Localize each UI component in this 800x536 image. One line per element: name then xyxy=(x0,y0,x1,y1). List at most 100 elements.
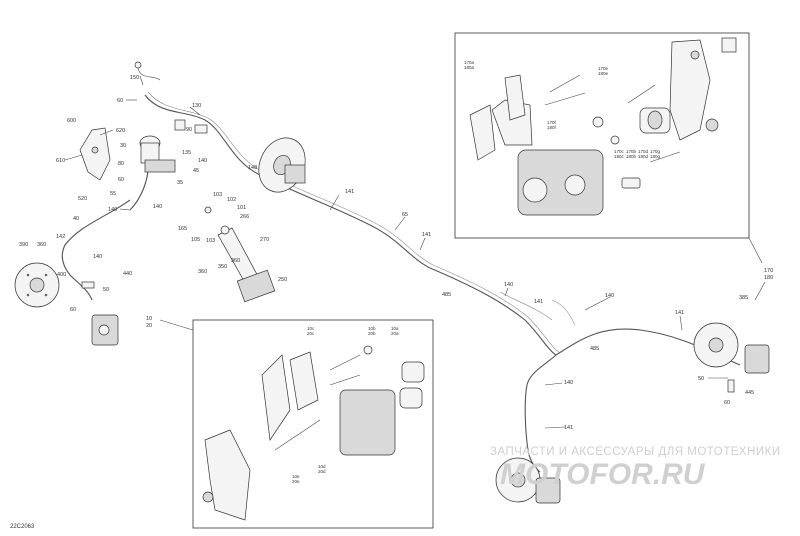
callout-141: 141 xyxy=(675,310,684,316)
callout-60: 60 xyxy=(724,400,730,406)
callout-141: 141 xyxy=(534,299,543,305)
svg-text:20a: 20a xyxy=(391,331,399,336)
callout-170: 170 xyxy=(764,268,773,274)
callout-50: 50 xyxy=(103,287,109,293)
callout-350: 350 xyxy=(218,264,227,270)
callout-140: 140 xyxy=(605,293,614,299)
svg-text:180a: 180a xyxy=(464,65,475,70)
callout-30: 30 xyxy=(120,143,126,149)
svg-text:20e: 20e xyxy=(292,479,300,484)
svg-text:180b: 180b xyxy=(626,154,637,159)
svg-text:10e: 10e xyxy=(292,474,300,479)
callout-390: 390 xyxy=(19,242,28,248)
callout-485: 485 xyxy=(442,292,451,298)
brake-disc-right xyxy=(693,322,770,393)
svg-text:10c: 10c xyxy=(307,326,315,331)
svg-text:180e: 180e xyxy=(598,71,609,76)
callout-102: 102 xyxy=(227,197,236,203)
callout-141: 141 xyxy=(564,425,573,431)
callout-103: 103 xyxy=(206,238,215,244)
callout-140: 140 xyxy=(108,207,117,213)
callout-140: 140 xyxy=(504,282,513,288)
callout-35: 35 xyxy=(177,180,183,186)
svg-text:180f: 180f xyxy=(547,125,557,130)
svg-text:170e: 170e xyxy=(598,66,609,71)
callout-20: 20 xyxy=(146,323,152,329)
callout-400: 400 xyxy=(57,272,66,278)
callout-266: 266 xyxy=(240,214,249,220)
brake-pedal xyxy=(204,206,276,303)
svg-text:10a: 10a xyxy=(391,326,399,331)
callout-130: 130 xyxy=(192,103,201,109)
svg-text:170a: 170a xyxy=(464,60,475,65)
callout-50: 50 xyxy=(698,376,704,382)
callout-385: 385 xyxy=(739,295,748,301)
master-cylinder-assembly xyxy=(134,61,208,173)
callout-250: 250 xyxy=(278,277,287,283)
top-right-inset-frame xyxy=(454,32,750,239)
svg-text:180c: 180c xyxy=(614,154,625,159)
svg-text:170f: 170f xyxy=(547,120,557,125)
svg-text:20b: 20b xyxy=(368,331,376,336)
callout-520: 520 xyxy=(78,196,87,202)
brake-disc-left xyxy=(14,262,60,308)
watermark-tagline: ЗАПЧАСТИ И АКСЕССУАРЫ ДЛЯ МОТОТЕХНИКИ xyxy=(490,446,781,458)
callout-135: 135 xyxy=(182,150,191,156)
callout-360: 360 xyxy=(198,269,207,275)
callout-150: 150 xyxy=(130,75,139,81)
callout-148: 148 xyxy=(248,165,257,171)
bottom-center-inset-frame xyxy=(192,319,434,529)
svg-text:170d: 170d xyxy=(638,149,649,154)
top-inset-parts xyxy=(469,37,737,216)
callout-140: 140 xyxy=(93,254,102,260)
svg-text:170g: 170g xyxy=(650,149,661,154)
svg-text:180g: 180g xyxy=(650,154,661,159)
callout-105: 105 xyxy=(191,237,200,243)
callout-270: 270 xyxy=(260,237,269,243)
callout-140: 140 xyxy=(198,158,207,164)
callout-10: 10 xyxy=(146,316,152,322)
leader-lines xyxy=(64,75,766,429)
callout-142: 142 xyxy=(56,234,65,240)
bottom-inset-parts xyxy=(202,345,425,521)
bracket-600 xyxy=(79,127,111,181)
callout-140: 140 xyxy=(564,380,573,386)
callout-360: 360 xyxy=(231,258,240,264)
callout-60: 60 xyxy=(117,98,123,104)
callout-60: 60 xyxy=(118,177,124,183)
callout-80: 80 xyxy=(118,161,124,167)
callout-101: 101 xyxy=(237,205,246,211)
callout-labels: 150 60 130 90 30 135 80 600 620 610 520 … xyxy=(19,75,773,431)
svg-text:180d: 180d xyxy=(638,154,649,159)
callout-140: 140 xyxy=(153,204,162,210)
brake-disc-top xyxy=(258,137,306,193)
svg-text:20d: 20d xyxy=(318,469,326,474)
callout-180: 180 xyxy=(764,275,773,281)
top-inset-labels: 170a 180a 170e 180e 170f 180f 170c 180c … xyxy=(464,60,661,159)
callout-45: 45 xyxy=(193,168,199,174)
callout-40: 40 xyxy=(73,216,79,222)
diagram-code: 22C2063 xyxy=(10,524,35,530)
callout-620: 620 xyxy=(116,128,125,134)
callout-65: 65 xyxy=(402,212,408,218)
callout-60: 60 xyxy=(70,307,76,313)
callout-103: 103 xyxy=(213,192,222,198)
callout-141: 141 xyxy=(345,189,354,195)
callout-440: 440 xyxy=(123,271,132,277)
watermark-logo: MOTOFOR.RU xyxy=(500,458,706,491)
svg-text:170c: 170c xyxy=(614,149,625,154)
svg-text:10d: 10d xyxy=(318,464,326,469)
callout-141: 141 xyxy=(422,232,431,238)
callout-600: 600 xyxy=(67,118,76,124)
callout-360: 360 xyxy=(37,242,46,248)
bottom-inset-labels: 10c 20c 10b 20b 10a 20a 10e 20e 10d 20d xyxy=(292,326,399,484)
callout-90: 90 xyxy=(186,127,192,133)
svg-text:170b: 170b xyxy=(626,149,637,154)
callout-55: 55 xyxy=(110,191,116,197)
callout-485: 485 xyxy=(590,346,599,352)
callout-610: 610 xyxy=(56,158,65,164)
brake-disc-bottom xyxy=(495,457,561,504)
svg-text:10b: 10b xyxy=(368,326,376,331)
callout-445: 445 xyxy=(745,390,754,396)
